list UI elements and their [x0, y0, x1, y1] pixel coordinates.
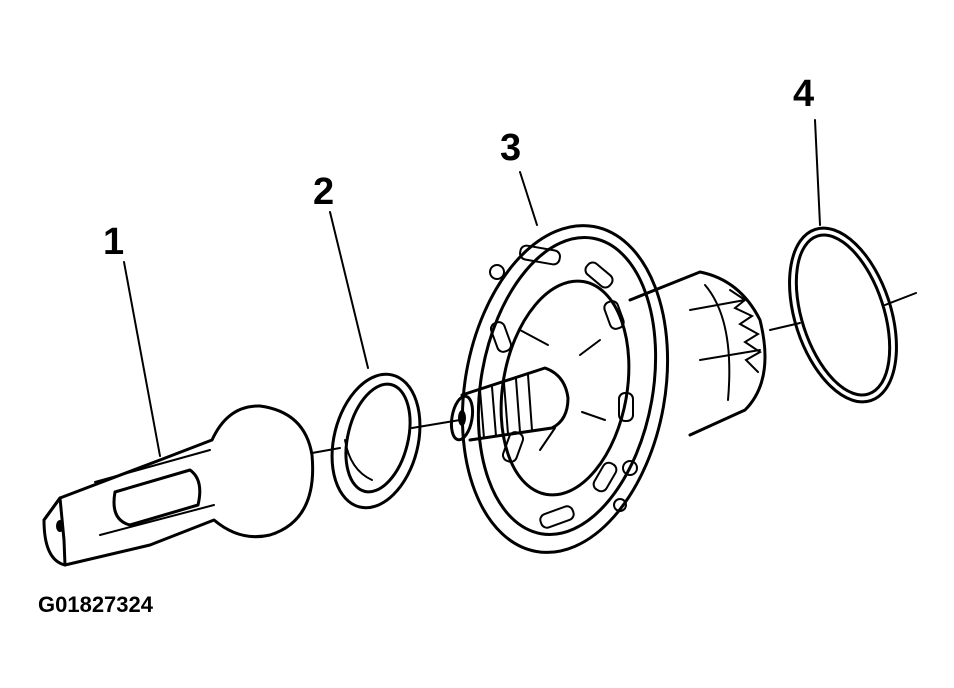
part-4-o-ring [788, 226, 898, 404]
callout-4: 4 [793, 73, 814, 115]
part-1-shaft-sleeve [42, 404, 315, 567]
callout-1: 1 [103, 221, 124, 263]
leader-lines [123, 119, 821, 457]
flange-bolt-slots [489, 244, 634, 529]
callout-2: 2 [313, 171, 334, 213]
center-axis [311, 292, 917, 454]
figure-id: G01827324 [38, 592, 154, 617]
callout-3: 3 [500, 127, 521, 169]
part-2-seal-ring [330, 372, 422, 510]
part-3-stator-assembly [449, 224, 767, 554]
